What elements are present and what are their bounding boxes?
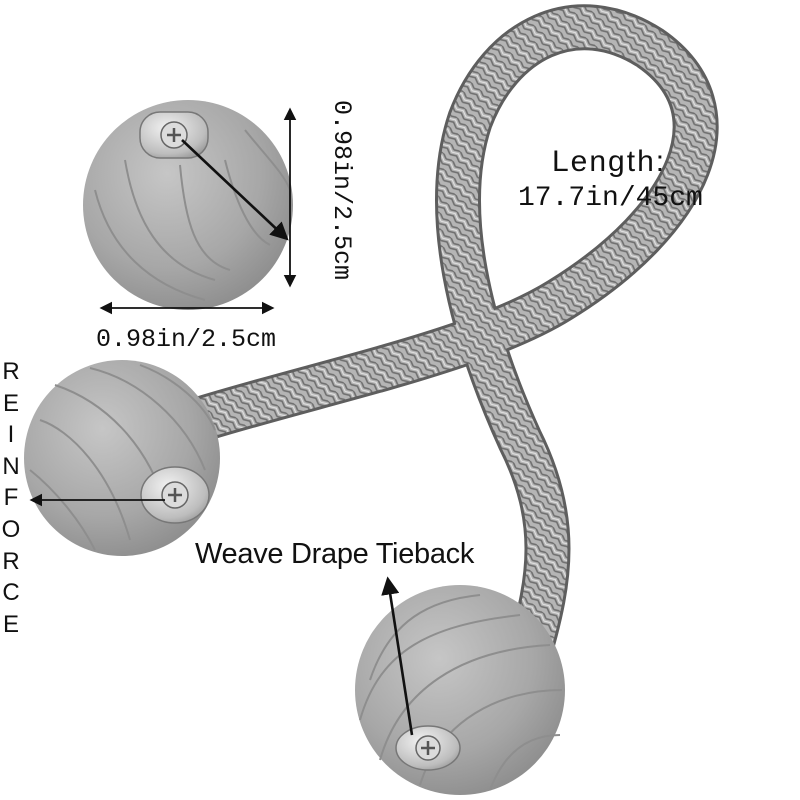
product-name-label: Weave Drape Tieback <box>195 538 475 570</box>
rope <box>182 4 719 673</box>
name-pointer-arrow-icon <box>381 576 414 736</box>
reinforce-letter: E <box>2 389 19 417</box>
screw-cap-icon <box>140 466 210 524</box>
bottom-end-ball <box>355 585 565 795</box>
left-end-ball <box>24 360 220 556</box>
reinforce-letter: C <box>2 579 20 607</box>
reinforce-letter: R <box>2 358 20 385</box>
reinforce-letter: E <box>2 610 19 638</box>
length-title: Length: <box>552 145 667 178</box>
width-dimension-label: 0.98in/2.5cm <box>96 325 277 354</box>
radius-pointer-arrow-icon <box>181 139 289 241</box>
reinforce-letter: O <box>1 515 21 543</box>
reinforce-letter: I <box>7 421 15 449</box>
length-value: 17.7in/45cm <box>518 183 703 214</box>
detail-ball <box>83 100 293 310</box>
screw-cap-icon <box>395 725 461 771</box>
height-dimension-label: 0.98in/2.5cm <box>327 100 356 281</box>
reinforce-letter: F <box>3 484 19 512</box>
screw-cap-icon <box>139 111 209 159</box>
reinforce-letter: N <box>2 452 20 480</box>
reinforce-letter: R <box>2 547 20 575</box>
